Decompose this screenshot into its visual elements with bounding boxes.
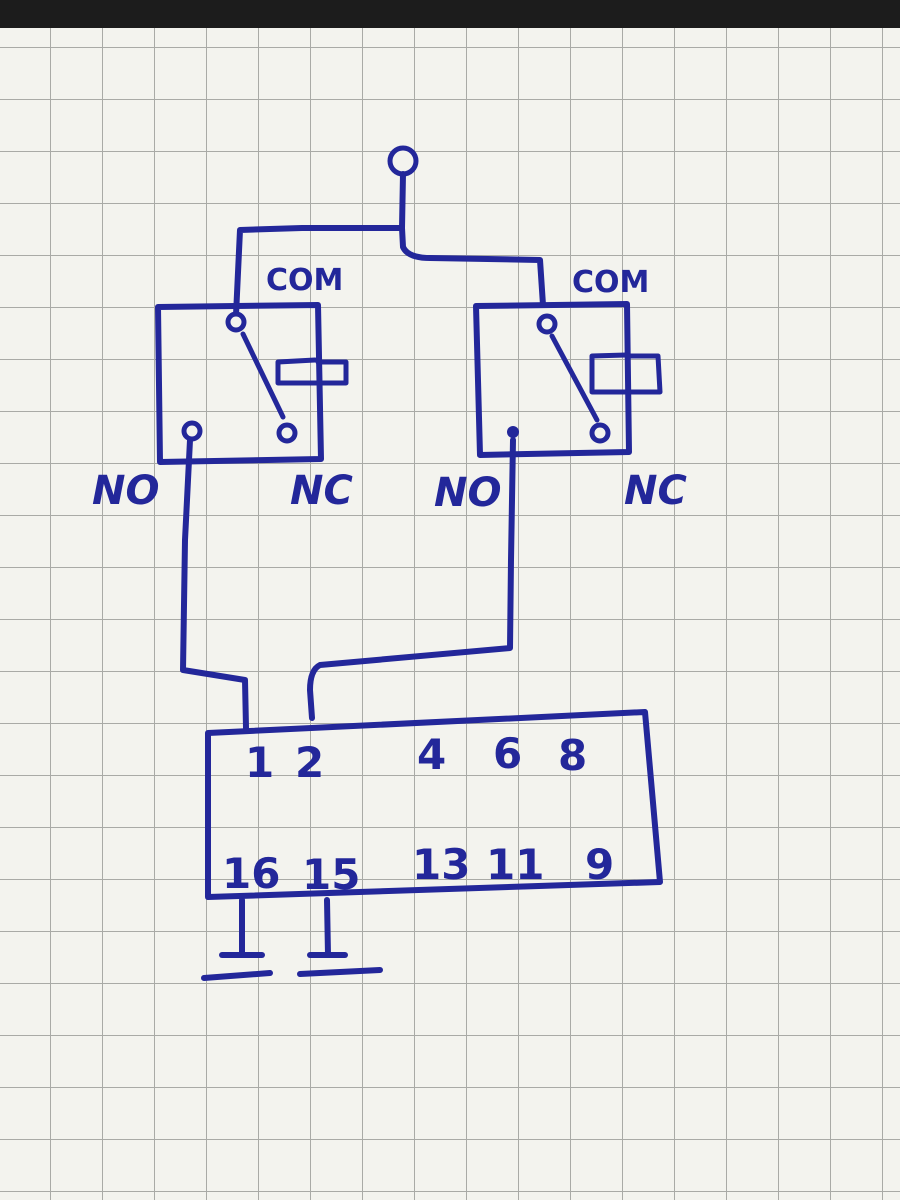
relay-right-no-label: NO [434, 470, 501, 516]
relay-left-nc-label: NC [290, 468, 353, 514]
com-feed-wire-left [233, 171, 406, 318]
ground-symbol-pin16 [201, 897, 273, 981]
pin-label-2: 2 [295, 738, 324, 787]
relay-left-com-label: COM [266, 263, 343, 298]
grid-lines [0, 28, 900, 1200]
relay-left-coil [275, 357, 349, 386]
pin-label-15: 15 [302, 850, 360, 899]
connector-block [205, 709, 663, 900]
pin-label-1: 1 [245, 738, 274, 787]
pin-label-8: 8 [558, 731, 587, 780]
pin-label-13: 13 [412, 840, 470, 889]
connector-top-pins: 1 2 4 6 8 [245, 729, 587, 787]
pin-label-16: 16 [222, 849, 280, 898]
pin-label-9: 9 [585, 840, 614, 889]
relay-right-com-pin [536, 313, 558, 335]
relay-right-coil [589, 352, 663, 395]
relay-left-nc-pin [276, 422, 298, 444]
relay-right-no-pin [507, 426, 519, 438]
relay-left-body [155, 302, 324, 465]
com-feed-wire-right [399, 225, 546, 308]
relay-left: COM NO NC [92, 263, 353, 514]
relay-left-com-pin [225, 311, 247, 333]
pin-label-6: 6 [493, 729, 522, 778]
relay-right: COM NO NC [434, 265, 687, 516]
input-terminal [387, 145, 419, 177]
relay-right-switch-arm [549, 333, 600, 423]
connector-bottom-pins: 16 15 13 11 9 [222, 840, 614, 899]
relay-left-switch-arm [240, 331, 286, 420]
pin-label-11: 11 [486, 840, 544, 889]
relay-right-body [473, 301, 632, 458]
relay-right-nc-label: NC [624, 468, 687, 514]
wire-left-no-to-pin1 [180, 437, 249, 731]
relay-right-nc-pin [589, 422, 611, 444]
relay-left-no-label: NO [92, 468, 159, 514]
pin-label-4: 4 [417, 730, 446, 779]
relay-right-com-label: COM [572, 265, 649, 300]
ground-symbol-pin15 [297, 897, 383, 977]
wire-right-no-to-pin2 [307, 437, 516, 721]
relay-left-no-pin [181, 420, 203, 442]
